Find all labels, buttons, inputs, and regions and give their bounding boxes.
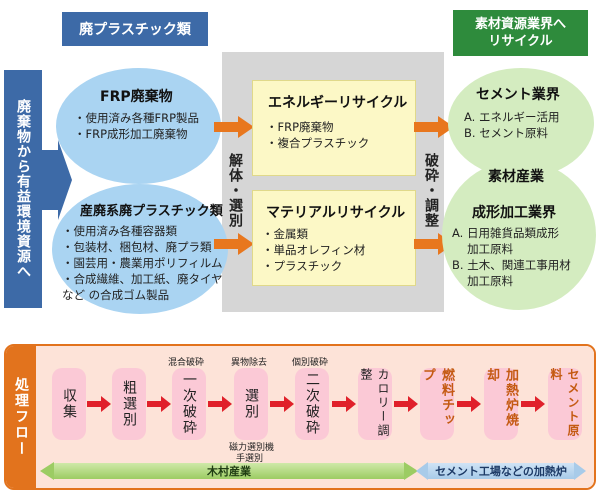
step-fuel-chip: 燃料チップ	[420, 368, 454, 440]
cement-industry-title: セメント業界	[476, 87, 560, 103]
flow-arrow	[332, 396, 356, 412]
materials-industry-title: 素材産業	[488, 169, 544, 185]
header-recycle-industries: 素材資源業界へ リサイクル	[453, 10, 588, 56]
flow-arrow	[270, 396, 294, 412]
industrial-item: ・園芸用・農業用ポリフィルム	[62, 256, 223, 270]
industrial-item: ・包装材、梱包材、廃プラ類	[62, 240, 212, 254]
cement-industry-ellipse	[448, 68, 594, 178]
frp-item: ・FRP成形加工廃棄物	[74, 127, 188, 141]
note-hand-sort: 手選別	[236, 454, 264, 464]
arrow-industrial-to-material	[214, 233, 254, 255]
energy-recycle-box	[252, 80, 416, 176]
note-individual-crush: 個別破砕	[292, 358, 329, 368]
step-collection: 収集	[52, 368, 86, 440]
materials-item: 加工原料	[452, 274, 514, 288]
left-banner: 廃棄物から有益環境資源へ	[4, 70, 42, 308]
flow-arrow	[394, 396, 418, 412]
material-item: ・金属類	[262, 227, 308, 241]
materials-industry-ellipse	[442, 160, 596, 310]
material-item: ・単品オレフィン材	[262, 243, 366, 257]
step-secondary-crush: 二次破砕	[295, 368, 329, 440]
banner-arrow	[40, 140, 72, 220]
arrow-frp-to-energy	[214, 116, 254, 138]
frp-waste-title: FRP廃棄物	[100, 89, 173, 105]
flow-arrow	[87, 396, 111, 412]
energy-recycle-title: エネルギーリサイクル	[268, 95, 408, 111]
cement-furnace-bar: セメント工場などの加熱炉	[428, 463, 574, 479]
step-primary-crush: 一次破砕	[172, 368, 206, 440]
header-waste-plastics: 廃プラスチック類	[62, 12, 208, 46]
step-sorting: 選別	[234, 368, 268, 440]
kimura-bar-left-head	[40, 462, 54, 480]
note-foreign-removal: 異物除去	[231, 358, 268, 368]
material-item: ・プラスチック	[262, 259, 343, 273]
process-flow-tab: 処理フロー	[6, 346, 36, 488]
industrial-item: ・使用済み各種容器類	[62, 224, 177, 238]
step-cement-material: セメント原料	[548, 368, 582, 440]
cement-bar-left-head	[416, 462, 428, 480]
industrial-item: ・合成繊維、加工紙、廃タイヤ	[62, 272, 223, 286]
step-rough-sort: 粗選別	[112, 368, 146, 440]
materials-item: A. 日用雑貨品類成形	[452, 226, 559, 240]
flow-arrow	[457, 396, 481, 412]
frp-waste-ellipse	[56, 68, 221, 184]
material-recycle-box	[252, 190, 416, 286]
cement-item: A. エネルギー活用	[464, 110, 560, 124]
flow-arrow	[521, 396, 545, 412]
energy-item: ・複合プラスチック	[266, 136, 370, 150]
cement-bar-right-head	[574, 462, 586, 480]
flow-arrow	[208, 396, 232, 412]
note-magnetic-separator: 磁力選別機	[229, 443, 275, 453]
flow-arrow	[147, 396, 171, 412]
cement-item: B. セメント原料	[464, 126, 548, 140]
label-crush-adjust: 破砕・調整	[423, 152, 439, 228]
molding-industry-title: 成形加工業界	[472, 205, 556, 221]
step-furnace-incineration: 加熱炉焼却	[484, 368, 518, 440]
kimura-bar-right-head	[404, 462, 418, 480]
materials-item: B. 土木、関連工事用材	[452, 258, 571, 272]
industrial-plastics-title: 産廃系廃プラスチック類	[80, 204, 223, 219]
energy-item: ・FRP廃棄物	[266, 120, 334, 134]
arrow-energy-to-cement	[414, 116, 454, 138]
step-calorie-adjust: カロリー調整	[358, 368, 392, 440]
kimura-industry-bar: 木村産業	[54, 463, 404, 479]
frp-item: ・使用済み各種FRP製品	[74, 111, 200, 125]
material-recycle-title: マテリアルリサイクル	[266, 205, 406, 221]
industrial-plastics-ellipse	[52, 184, 228, 314]
industrial-item: など の合成ゴム製品	[62, 288, 170, 302]
note-mixed-crush: 混合破砕	[168, 358, 205, 368]
materials-item: 加工原料	[452, 242, 514, 256]
label-dismantle-sort: 解体・選別	[227, 152, 243, 228]
